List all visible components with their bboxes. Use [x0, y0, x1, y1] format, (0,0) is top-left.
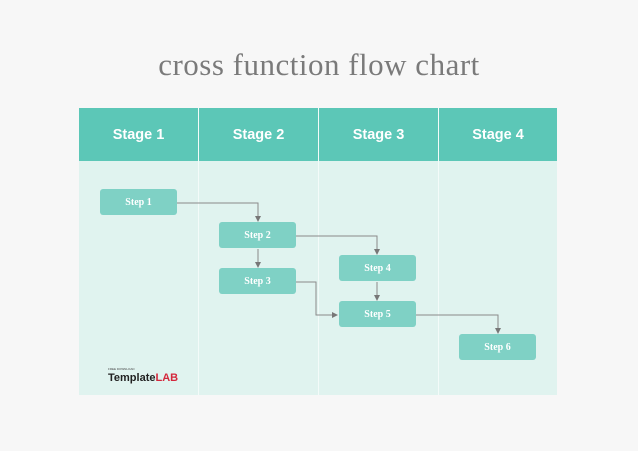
step-2[interactable]: Step 2: [219, 222, 296, 248]
connector-step2-step4: [296, 235, 380, 255]
step-1[interactable]: Step 1: [100, 189, 177, 215]
connector-step3-step5: [296, 281, 338, 318]
lane-divider: [318, 108, 319, 395]
page-title: cross function flow chart: [158, 47, 480, 82]
lane-divider: [438, 108, 439, 395]
logo-text-lab: LAB: [155, 372, 179, 384]
step-3[interactable]: Step 3: [219, 268, 296, 294]
step-4[interactable]: Step 4: [339, 255, 416, 281]
step-5[interactable]: Step 5: [339, 301, 416, 327]
connector-step1-step2: [177, 202, 261, 222]
stage-3-header: Stage 3: [319, 108, 438, 161]
stage-2-header: Stage 2: [199, 108, 318, 161]
stage-4-header: Stage 4: [439, 108, 557, 161]
connector-step5-step6: [416, 314, 501, 334]
stage-1-header: Stage 1: [79, 108, 198, 161]
logo-text-template: Template: [108, 372, 156, 384]
logo-small-text: FREE DOWNLOAD: [108, 367, 135, 371]
step-6[interactable]: Step 6: [459, 334, 536, 360]
lane-divider: [198, 108, 199, 395]
